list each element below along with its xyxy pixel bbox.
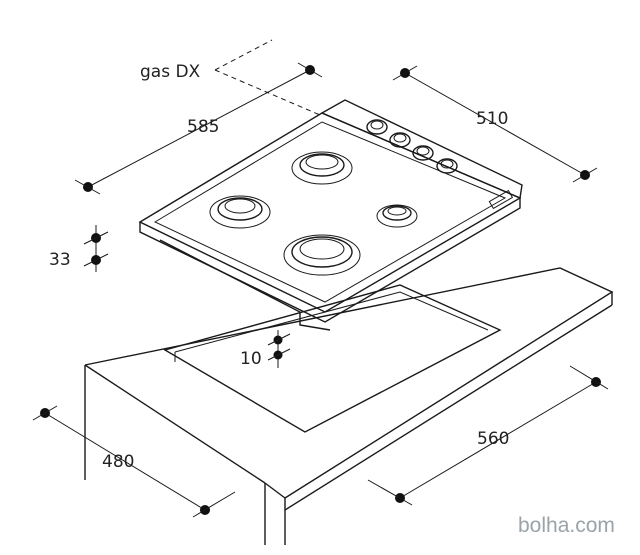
dimension-33 bbox=[83, 225, 109, 272]
hob-thickness bbox=[139, 198, 521, 323]
burner-small bbox=[376, 204, 418, 228]
countertop-thickness-line bbox=[284, 304, 613, 511]
countertop bbox=[84, 267, 614, 545]
hob-outer-plate bbox=[138, 112, 522, 313]
gas-connection-lines bbox=[214, 39, 321, 116]
cutout bbox=[163, 284, 502, 433]
burners bbox=[209, 151, 418, 276]
label-33: 33 bbox=[49, 250, 71, 270]
burner-rear bbox=[291, 151, 353, 185]
burner-left bbox=[209, 195, 271, 229]
label-gas-dx: gas DX bbox=[140, 62, 201, 82]
label-510: 510 bbox=[476, 109, 508, 129]
dimension-480 bbox=[32, 405, 236, 518]
burner-large bbox=[283, 234, 361, 276]
countertop-front-corner bbox=[264, 482, 286, 499]
control-knobs bbox=[366, 119, 458, 174]
hob-inner-plate bbox=[153, 121, 507, 303]
countertop-front-edge bbox=[84, 364, 266, 484]
cutout-inner-edge bbox=[174, 291, 489, 353]
countertop-top-edge bbox=[84, 267, 614, 499]
ignition-indicator bbox=[488, 189, 514, 210]
label-560: 560 bbox=[477, 429, 509, 449]
control-panel-strip bbox=[320, 99, 523, 199]
dim-line-585 bbox=[87, 69, 311, 188]
knob-1[interactable] bbox=[366, 119, 388, 135]
label-10: 10 bbox=[240, 349, 262, 369]
knob-4[interactable] bbox=[436, 158, 458, 174]
knob-2[interactable] bbox=[389, 132, 411, 148]
knob-1-cap bbox=[370, 120, 384, 130]
label-585: 585 bbox=[187, 117, 219, 137]
dim-line-510 bbox=[404, 72, 586, 176]
knob-3[interactable] bbox=[412, 145, 434, 161]
knob-3-cap bbox=[416, 146, 430, 156]
label-480: 480 bbox=[102, 452, 134, 472]
dimension-10 bbox=[267, 330, 291, 368]
hob bbox=[138, 99, 523, 331]
hob-body-front bbox=[159, 239, 331, 331]
dim-line-480 bbox=[44, 412, 206, 511]
cutout-outline bbox=[163, 284, 502, 433]
dimension-585 bbox=[74, 62, 323, 195]
dimension-510 bbox=[392, 65, 598, 183]
dimension-560 bbox=[367, 365, 609, 506]
knob-2-cap bbox=[393, 133, 407, 143]
dim-line-560 bbox=[399, 381, 597, 499]
knob-4-cap bbox=[440, 159, 454, 169]
gas-dash-upper bbox=[214, 39, 273, 71]
watermark: bolha.com bbox=[518, 514, 615, 537]
